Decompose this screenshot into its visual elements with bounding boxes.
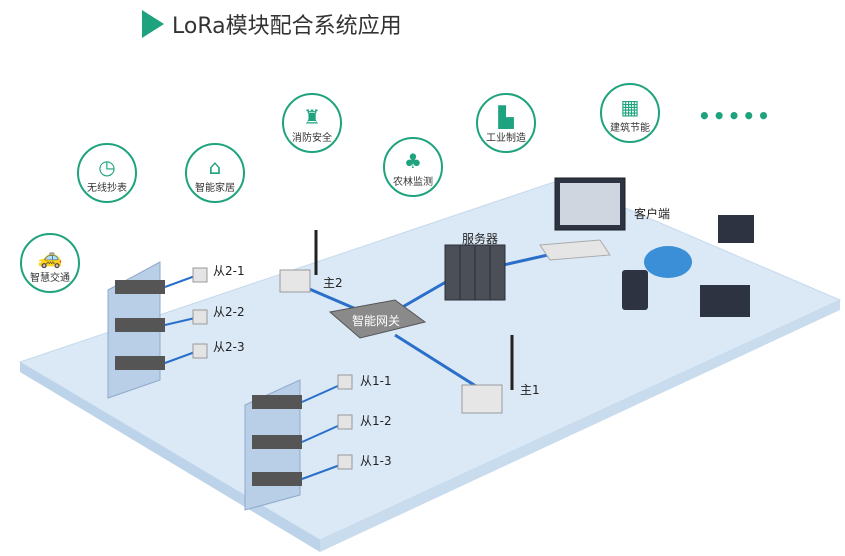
fire-extinguisher-icon: ♜: [303, 104, 321, 129]
app-label: 建筑节能: [610, 122, 650, 134]
more-dots: •••••: [698, 104, 772, 128]
app-industry: ▙ 工业制造: [476, 93, 536, 153]
tablet-device: [622, 270, 648, 310]
cloud-icon: [644, 246, 692, 278]
slave2-2-label: 从2-2: [213, 305, 245, 319]
master2-module: [279, 230, 318, 293]
gateway-label: 智能网关: [352, 314, 401, 328]
page-title: LoRa模块配合系统应用: [142, 8, 402, 40]
app-smart-home: ⌂ 智能家居: [185, 143, 245, 203]
app-meter-reading: ◷ 无线抄表: [77, 143, 137, 203]
master2-label: 主2: [323, 276, 343, 290]
slave1-2-label: 从1-2: [360, 414, 392, 428]
app-label: 消防安全: [292, 132, 332, 144]
building-icon: ▦: [620, 94, 640, 119]
app-agro-forestry: ♣ 农林监测: [383, 137, 443, 197]
app-label: 农林监测: [393, 176, 433, 188]
slave2-3-label: 从2-3: [213, 340, 245, 354]
clock-icon: ◷: [98, 154, 116, 179]
title-arrow-icon: [142, 10, 164, 38]
slave1-1-label: 从1-1: [360, 374, 392, 388]
master1-module: [461, 335, 514, 414]
slave1-3-label: 从1-3: [360, 454, 392, 468]
server-label: 服务器: [462, 232, 499, 246]
meter-rack-2: [107, 261, 208, 399]
floor-edge-right: [320, 300, 840, 552]
app-label: 无线抄表: [87, 182, 127, 194]
client-monitor: [539, 177, 626, 261]
app-label: 智能家居: [195, 182, 235, 194]
slave2-1-label: 从2-1: [213, 264, 245, 278]
app-smart-traffic: 🚕 智慧交通: [20, 233, 80, 293]
factory-icon: ▙: [498, 104, 514, 129]
app-building-energy: ▦ 建筑节能: [600, 83, 660, 143]
home-icon: ⌂: [208, 154, 222, 179]
tree-icon: ♣: [404, 148, 422, 173]
client-label: 客户端: [634, 207, 671, 221]
laptop-device: [700, 285, 750, 317]
app-fire-safety: ♜ 消防安全: [282, 93, 342, 153]
app-label: 工业制造: [486, 132, 526, 144]
meter-rack-1: [244, 374, 353, 511]
app-label: 智慧交通: [30, 272, 70, 284]
master1-label: 主1: [520, 383, 540, 397]
server-device: [444, 244, 506, 301]
gateway-device: [328, 299, 427, 339]
title-text: LoRa模块配合系统应用: [172, 14, 402, 39]
pc-device: [718, 215, 754, 243]
car-icon: 🚕: [37, 244, 63, 269]
